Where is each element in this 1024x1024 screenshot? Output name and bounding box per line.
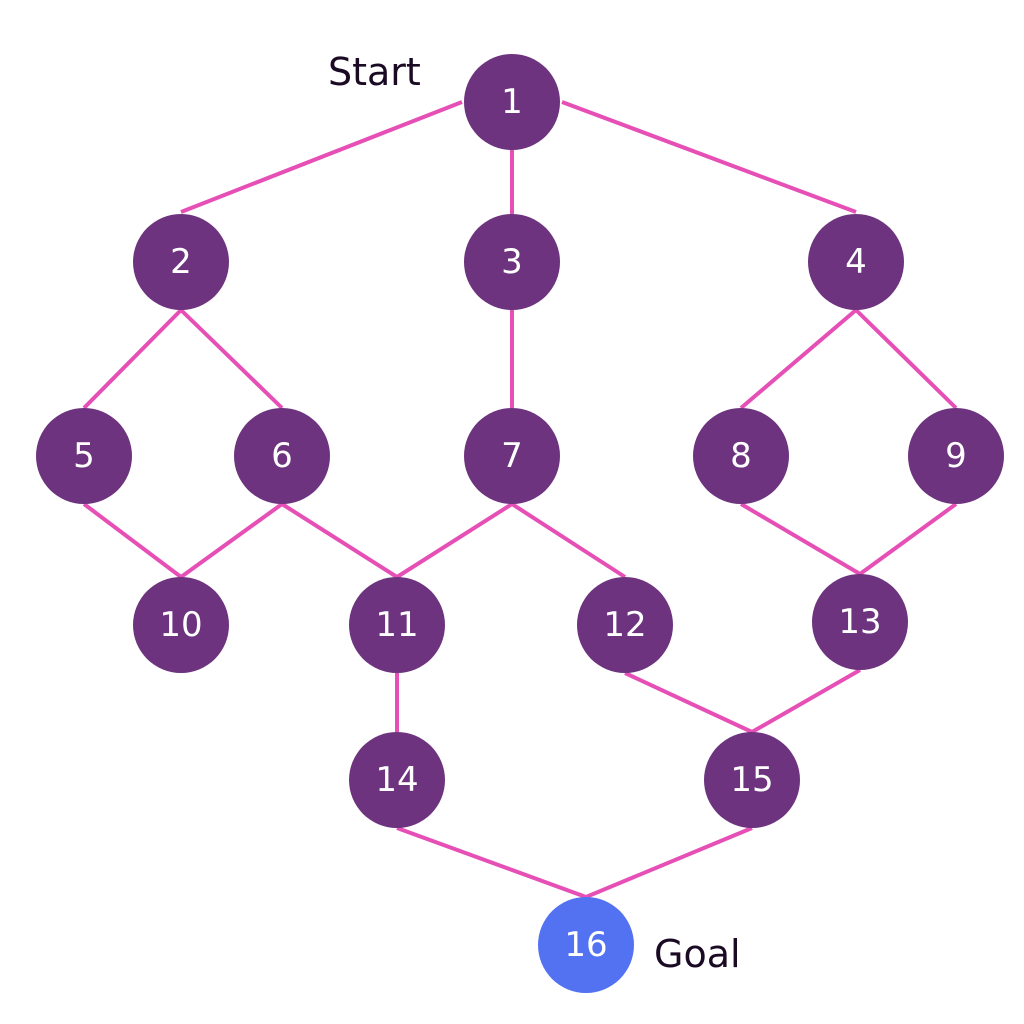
node-15: 15 xyxy=(704,732,800,828)
node-circle-16 xyxy=(538,897,634,993)
edge-7-11 xyxy=(395,502,514,579)
node-label-15: 15 xyxy=(730,760,773,800)
node-10: 10 xyxy=(133,577,229,673)
node-circle-10 xyxy=(133,577,229,673)
node-circle-8 xyxy=(693,408,789,504)
node-circle-5 xyxy=(36,408,132,504)
node-7: 7 xyxy=(464,408,560,504)
node-16: 16 xyxy=(538,897,634,993)
edge-8-13 xyxy=(739,502,862,576)
node-circle-11 xyxy=(349,577,445,673)
node-label-5: 5 xyxy=(73,436,95,476)
node-label-4: 4 xyxy=(845,242,867,282)
node-circle-12 xyxy=(577,577,673,673)
node-label-8: 8 xyxy=(730,436,752,476)
edge-9-13 xyxy=(858,502,958,576)
edge-4-9 xyxy=(854,308,958,410)
node-label-11: 11 xyxy=(375,605,418,645)
node-2: 2 xyxy=(133,214,229,310)
start-label: Start xyxy=(328,50,421,94)
node-label-3: 3 xyxy=(501,242,523,282)
node-9: 9 xyxy=(908,408,1004,504)
edge-1-4 xyxy=(561,100,857,214)
node-5: 5 xyxy=(36,408,132,504)
node-circle-7 xyxy=(464,408,560,504)
node-circle-6 xyxy=(234,408,330,504)
node-circle-13 xyxy=(812,574,908,670)
edge-4-8 xyxy=(739,308,858,410)
edge-1-2 xyxy=(180,100,463,214)
node-13: 13 xyxy=(812,574,908,670)
node-circle-1 xyxy=(464,54,560,150)
node-12: 12 xyxy=(577,577,673,673)
node-3: 3 xyxy=(464,214,560,310)
node-label-9: 9 xyxy=(945,436,967,476)
edge-2-6 xyxy=(179,308,284,410)
edge-5-10 xyxy=(82,502,183,579)
node-label-13: 13 xyxy=(838,602,881,642)
edge-7-12 xyxy=(510,502,627,579)
node-label-16: 16 xyxy=(564,925,607,965)
edge-15-16 xyxy=(585,826,753,899)
node-6: 6 xyxy=(234,408,330,504)
edge-13-15 xyxy=(751,668,861,734)
edges-layer xyxy=(82,100,958,899)
goal-label: Goal xyxy=(654,932,741,976)
node-circle-15 xyxy=(704,732,800,828)
node-11: 11 xyxy=(349,577,445,673)
node-circle-4 xyxy=(808,214,904,310)
node-label-12: 12 xyxy=(603,605,646,645)
node-label-6: 6 xyxy=(271,436,293,476)
edge-6-10 xyxy=(179,502,284,579)
node-label-7: 7 xyxy=(501,436,523,476)
node-circle-9 xyxy=(908,408,1004,504)
node-label-14: 14 xyxy=(375,760,418,800)
node-8: 8 xyxy=(693,408,789,504)
node-label-10: 10 xyxy=(159,605,202,645)
edge-6-11 xyxy=(280,502,399,579)
node-circle-3 xyxy=(464,214,560,310)
node-4: 4 xyxy=(808,214,904,310)
node-circle-14 xyxy=(349,732,445,828)
edge-14-16 xyxy=(396,826,587,899)
node-label-1: 1 xyxy=(501,82,523,122)
edge-2-5 xyxy=(82,308,183,410)
node-circle-2 xyxy=(133,214,229,310)
edge-12-15 xyxy=(624,671,753,734)
node-14: 14 xyxy=(349,732,445,828)
node-label-2: 2 xyxy=(170,242,192,282)
node-1: 1 xyxy=(464,54,560,150)
